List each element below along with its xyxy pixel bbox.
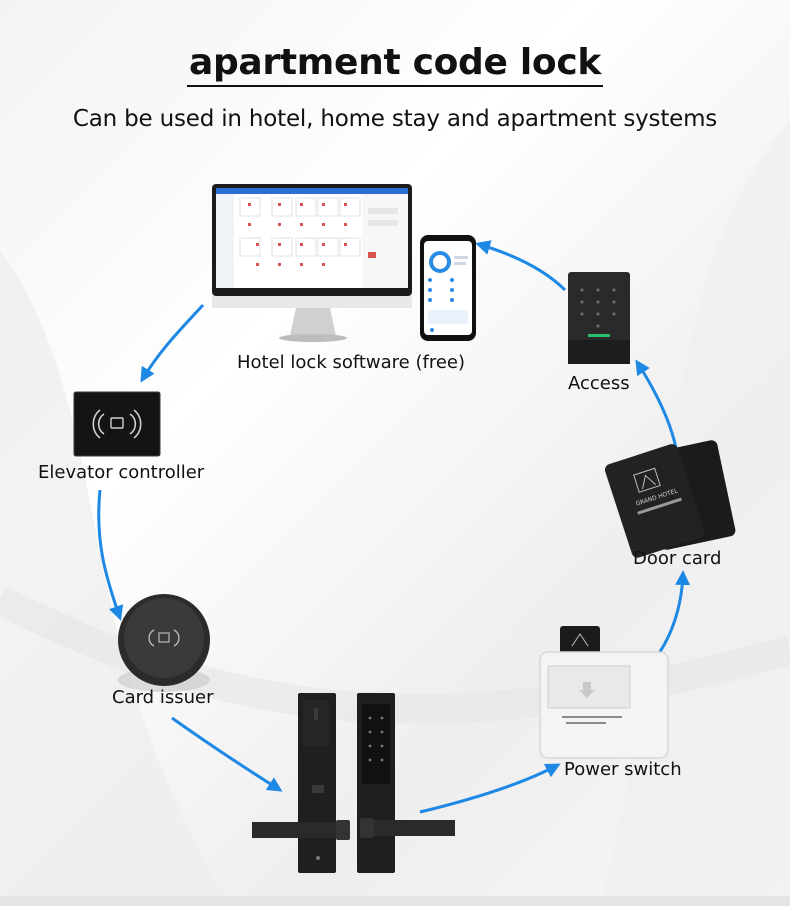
desktop-monitor — [212, 184, 412, 342]
arrow-elevator-to-issuer — [97, 489, 124, 621]
access-keypad — [568, 272, 630, 364]
label-power-switch: Power switch — [564, 759, 682, 780]
card-issuer — [118, 594, 210, 692]
arrow-issuer-to-lock — [171, 716, 283, 792]
door-card: GRAND HOTEL — [604, 440, 736, 558]
elevator-controller — [73, 391, 161, 457]
label-card-issuer: Card issuer — [112, 687, 214, 708]
arrow-software-to-elevator — [140, 303, 205, 383]
smartphone — [420, 235, 476, 341]
page-title: apartment code lock — [0, 42, 790, 87]
arrow-access-to-software — [475, 240, 567, 292]
power-switch — [539, 626, 669, 759]
label-access: Access — [568, 373, 630, 394]
label-elevator: Elevator controller — [38, 462, 205, 483]
page-subtitle: Can be used in hotel, home stay and apar… — [72, 106, 718, 132]
label-software: Hotel lock software (free) — [237, 352, 466, 373]
arrow-card-to-access — [635, 359, 678, 449]
arrow-lock-to-power — [419, 763, 561, 814]
label-door-card: Door card — [633, 548, 722, 569]
arrow-power-to-card — [648, 570, 691, 666]
door-lock — [252, 693, 455, 873]
bottom-divider — [0, 896, 790, 906]
